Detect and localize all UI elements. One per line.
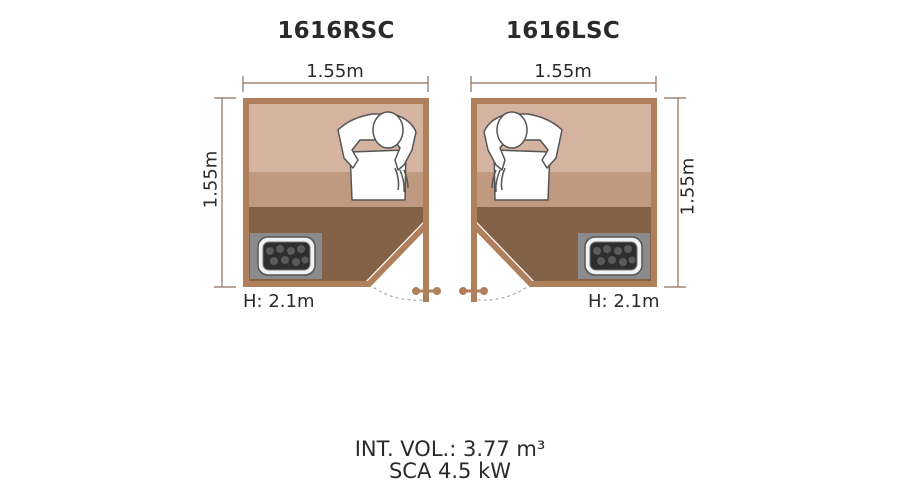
width-label-1616lsc: 1.55m: [534, 61, 592, 82]
door-panel[interactable]: [471, 222, 477, 302]
plan-1616rsc: [214, 76, 441, 302]
person-icon: [483, 111, 563, 201]
height-label-1616lsc: H: 2.1m: [588, 291, 660, 312]
person-icon: [337, 111, 417, 201]
door-handle[interactable]: [412, 287, 441, 295]
wall-outline: [471, 98, 657, 287]
width-dimension-line: [242, 76, 429, 92]
depth-label-1616lsc: 1.55m: [677, 157, 699, 216]
wall-outline: [243, 98, 429, 287]
heater-icon: [578, 233, 650, 279]
interior-volume-label: INT. VOL.: 3.77 m³: [354, 437, 546, 461]
height-label-1616rsc: H: 2.1m: [243, 291, 315, 312]
heater-model-label: SCA 4.5 kW: [388, 459, 512, 483]
door-panel[interactable]: [423, 222, 429, 302]
model-title-1616lsc: 1616LSC: [505, 18, 621, 44]
plan-1616lsc: [459, 76, 686, 302]
width-label-1616rsc: 1.55m: [306, 61, 364, 82]
heater-icon: [250, 233, 322, 279]
depth-label-1616rsc: 1.55m: [200, 150, 222, 209]
width-dimension-line: [470, 76, 657, 92]
depth-dimension-line: [214, 97, 236, 288]
door-handle[interactable]: [459, 287, 488, 295]
model-title-1616rsc: 1616RSC: [277, 18, 395, 44]
depth-dimension-line: [664, 97, 686, 288]
